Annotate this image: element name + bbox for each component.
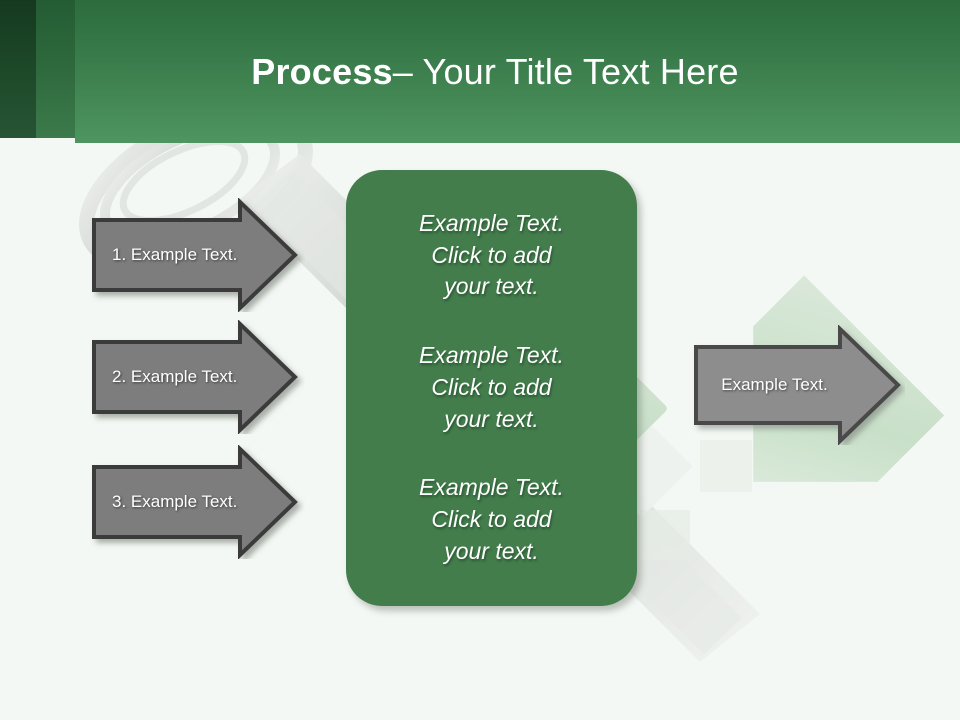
detail-text-block-2-line-2: Click to add	[431, 373, 552, 400]
detail-text-block-3-line-1: Example Text.	[419, 474, 564, 501]
process-output-arrow-label: Example Text.	[721, 375, 828, 394]
arrow-right-shape-icon	[92, 444, 298, 560]
page-title-strong: Process	[251, 50, 393, 92]
header-band-mid	[36, 0, 75, 138]
process-step-arrow-2-label: 2. Example Text.	[112, 367, 238, 386]
key-teeth-icon	[640, 440, 752, 560]
detail-text-block-1-line-2: Click to add	[431, 241, 552, 268]
header-band-dark	[0, 0, 36, 138]
process-detail-panel[interactable]: Example Text. Click to add your text. Ex…	[346, 170, 637, 606]
detail-text-block-2-line-3: your text.	[444, 405, 539, 432]
detail-text-block-3: Example Text. Click to add your text.	[346, 472, 637, 567]
detail-text-block-3-line-3: your text.	[444, 537, 539, 564]
detail-text-block-2: Example Text. Click to add your text.	[346, 340, 637, 435]
process-step-arrow-1-label: 1. Example Text.	[112, 245, 238, 264]
arrow-right-shape-icon	[92, 319, 298, 435]
page-title-rest: – Your Title Text Here	[392, 50, 739, 92]
process-step-arrow-3-label: 3. Example Text.	[112, 492, 238, 511]
header-band-main	[75, 0, 960, 143]
process-output-arrow[interactable]: Example Text.	[692, 324, 905, 446]
process-step-arrow-2[interactable]: 2. Example Text.	[90, 319, 305, 435]
detail-text-block-1-line-1: Example Text.	[419, 210, 564, 236]
arrow-right-shape-icon	[92, 197, 298, 313]
process-step-arrow-1[interactable]: 1. Example Text.	[90, 197, 305, 313]
slide-header: Process – Your Title Text Here	[0, 0, 960, 143]
arrow-right-shape-icon	[694, 324, 901, 446]
detail-text-block-3-line-2: Click to add	[431, 506, 552, 533]
process-step-arrow-3[interactable]: 3. Example Text.	[90, 444, 305, 560]
detail-text-block-1-line-3: your text.	[444, 273, 539, 300]
page-title: Process – Your Title Text Here	[75, 0, 915, 143]
detail-text-block-1: Example Text. Click to add your text.	[346, 208, 637, 303]
detail-text-block-2-line-1: Example Text.	[419, 342, 564, 369]
